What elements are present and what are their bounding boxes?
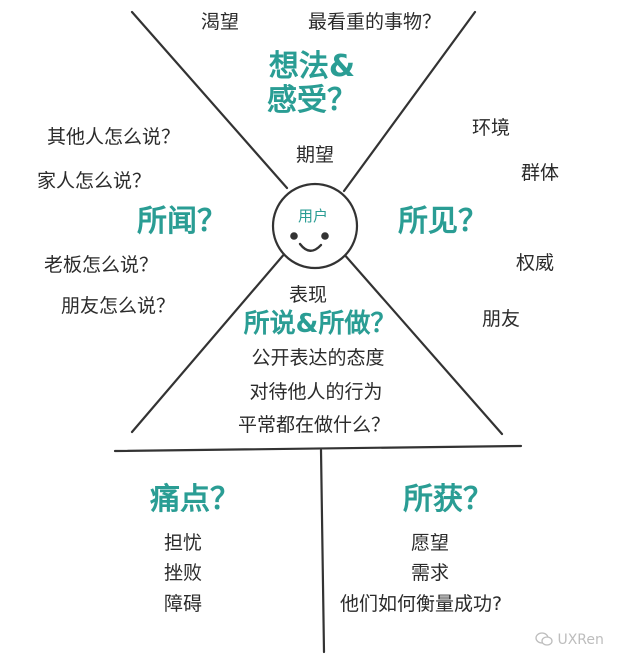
triangle-item-attitude: 公开表达的态度 [251,347,385,369]
gain-item-needs: 需求 [411,562,450,584]
left-item-others: 其他人怎么说？ [47,126,181,148]
diagonal-bottom-right [341,251,504,436]
diagonal-top-left [130,10,289,190]
horizontal-divider [113,444,523,453]
left-item-friends: 朋友怎么说？ [61,295,176,317]
right-item-group: 群体 [521,162,560,184]
top-heading-line2: 感受？ [267,82,357,118]
triangle-item-routine: 平常都在做什么？ [237,414,391,436]
right-item-environment: 环境 [472,117,511,139]
vertical-divider [319,448,326,654]
right-item-friends: 朋友 [482,308,521,330]
top-item-values: 最看重的事物？ [308,11,442,33]
right-item-authority: 权威 [516,252,555,274]
diagonal-bottom-left [130,250,288,434]
gain-item-success: 他们如何衡量成功? [340,593,503,615]
user-face-circle [271,182,359,270]
gain-item-wishes: 愿望 [411,532,450,554]
top-item-desire: 渴望 [201,11,240,33]
smile-icon [298,242,323,252]
pain-item-worries: 担忧 [164,532,203,554]
pain-item-obstacles: 障碍 [164,593,203,615]
top-item-expectation: 期望 [296,144,335,166]
wechat-icon [535,632,553,646]
left-heading: 所闻？ [137,204,227,239]
left-item-boss: 老板怎么说？ [44,254,159,276]
top-heading-line1: 想法& [268,49,356,84]
diagonal-top-right [342,10,477,193]
left-eye-icon [290,232,298,240]
right-eye-icon [321,232,329,240]
gain-heading: 所获？ [403,482,493,517]
top-heading: 想法& 感受？ [267,50,357,117]
user-label: 用户 [297,207,329,225]
pain-item-frustrations: 挫败 [164,562,203,584]
watermark-text: UXRen [557,632,604,648]
triangle-heading: 所说&所做？ [243,309,397,339]
watermark: UXRen [535,632,604,648]
left-item-family: 家人怎么说？ [37,170,152,192]
triangle-item-behavior: 表现 [289,284,328,306]
right-heading: 所见？ [398,204,488,239]
pain-heading: 痛点？ [150,482,240,517]
triangle-item-treatment: 对待他人的行为 [249,381,383,403]
